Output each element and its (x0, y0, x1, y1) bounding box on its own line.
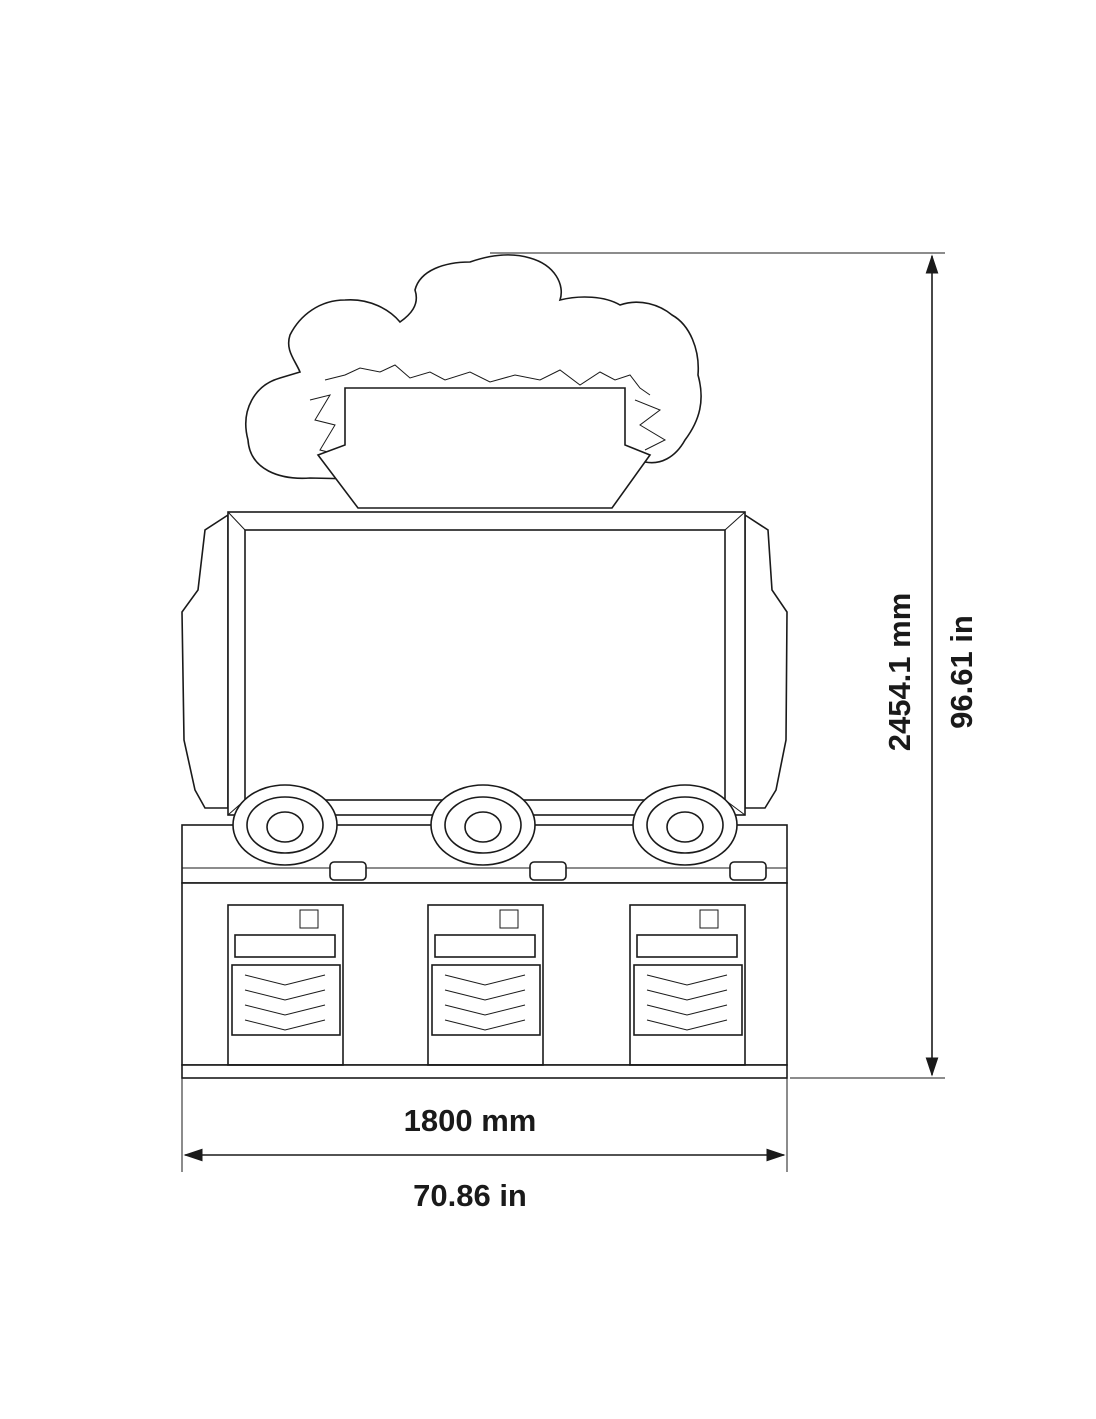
width-dimension (181, 1078, 788, 1172)
topper-sign-box (316, 387, 652, 509)
steering-wheel-1 (232, 784, 367, 881)
steering-wheel-3 (632, 784, 767, 881)
width-in-label: 70.86 in (413, 1178, 527, 1213)
height-mm-label: 2454.1 mm (882, 593, 917, 752)
height-in-label: 96.61 in (944, 615, 979, 729)
monitor-frame (227, 511, 746, 816)
pedal-unit-2 (427, 904, 544, 1066)
pedal-unit-3 (629, 904, 746, 1066)
steering-wheel-2 (430, 784, 567, 881)
height-dimension (490, 252, 945, 1079)
width-mm-label: 1800 mm (404, 1103, 537, 1138)
cabinet-side-panels (181, 513, 788, 809)
cabinet-base (181, 882, 788, 1079)
pedal-unit-1 (227, 904, 344, 1066)
